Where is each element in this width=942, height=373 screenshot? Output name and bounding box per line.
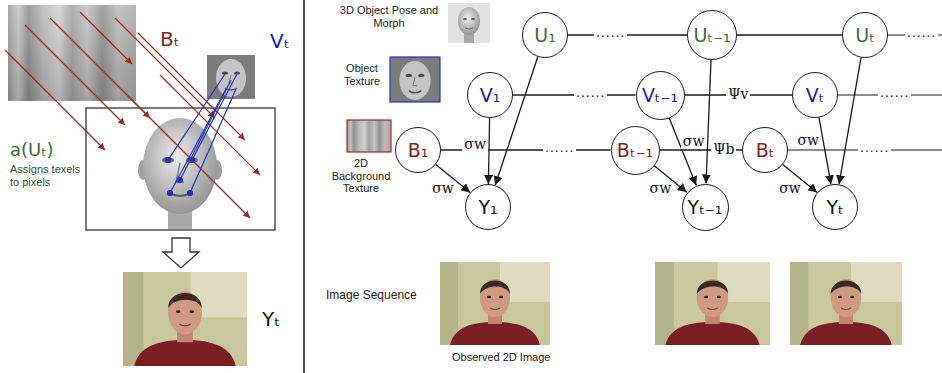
texture-symbol: Bₜ [160, 28, 180, 51]
dependency-arrow [488, 118, 489, 184]
texel-dot [188, 191, 193, 196]
panel-divider [303, 0, 305, 373]
texel-dot [178, 178, 183, 183]
observed-photo [123, 272, 247, 366]
variable-label: Bₜ₋₁ [617, 140, 653, 161]
state-circle: Uₜ [842, 12, 888, 58]
dependency-arrow [669, 118, 696, 186]
texture-thumbnail [390, 57, 440, 102]
ellipsis: ...... [594, 24, 627, 40]
variable-label: Uₜ [855, 25, 875, 46]
image-symbol: Yₜ [262, 308, 280, 331]
ellipsis: ...... [878, 84, 911, 100]
ellipsis: ...... [574, 84, 607, 100]
row-caption: Object Texture [336, 62, 388, 87]
texel-arrow [160, 75, 260, 175]
row-caption: 3D Object Pose and Morph [338, 4, 440, 29]
dependency-arrow [706, 60, 711, 184]
variable-label: Y₁ [478, 197, 497, 218]
mapping-symbol: a(Uₜ) [10, 140, 54, 161]
row-caption: 2D Background Texture [328, 157, 394, 195]
state-circle: Bₜ₋₁ [611, 126, 660, 175]
dependency-arrow [737, 34, 842, 35]
sequence-photo [790, 262, 902, 345]
parameter-label: σw [648, 181, 674, 196]
pose-thumbnail [448, 3, 490, 43]
texel-arrow [5, 50, 105, 150]
state-circle: B₁ [395, 127, 441, 173]
texel-arrow [115, 18, 215, 118]
face-texture [207, 55, 255, 99]
background-thumbnail [347, 120, 391, 152]
dependency-arrow [839, 58, 861, 185]
texel-dot [168, 191, 173, 196]
state-circle: Vₜ [792, 72, 838, 118]
variable-label: U₁ [534, 25, 556, 46]
row-caption: Image Sequence [326, 289, 417, 303]
parameter-label: σw [430, 181, 456, 196]
texel-line [192, 74, 237, 160]
variable-label: Vₜ [806, 85, 825, 106]
ellipsis: ...... [543, 139, 576, 155]
ellipsis: ...... [858, 139, 891, 155]
parameter-label: Ψv [726, 87, 750, 102]
variable-label: Vₜ₋₁ [642, 85, 678, 106]
parameter-label: σw [777, 181, 803, 196]
texel-line [190, 89, 236, 193]
image-caption: Observed 2D Image [452, 351, 550, 364]
texel-arrow [25, 25, 125, 125]
state-circle: Yₜ [812, 184, 858, 230]
parameter-label: σw [462, 137, 488, 152]
dependency-arrow [819, 118, 831, 185]
texel-dot [166, 158, 171, 163]
variable-label: V₁ [480, 85, 501, 106]
thumbnail-frame [390, 57, 440, 102]
texture-symbol: Vₜ [270, 30, 290, 53]
render-frame [86, 108, 275, 230]
variable-label: Yₜ₋₁ [688, 197, 723, 218]
variable-label: Yₜ [826, 197, 843, 218]
variable-label: Uₜ₋₁ [693, 25, 730, 46]
nose [176, 163, 184, 182]
eye [162, 157, 174, 163]
parameter-label: σw [795, 133, 821, 148]
state-circle: U₁ [522, 12, 568, 58]
state-circle: Yₜ₋₁ [682, 184, 729, 231]
dependency-arrow [568, 34, 687, 35]
state-circle: V₁ [467, 72, 513, 118]
parameter-label: Ψb [711, 142, 736, 157]
mapping-note: Assigns texels to pixels [10, 163, 84, 188]
texel-arrow [80, 12, 132, 64]
state-circle: Uₜ₋₁ [687, 10, 737, 60]
render-arrow [163, 238, 199, 268]
texel-line [170, 89, 226, 193]
background-texel-arrows [5, 12, 260, 218]
parameter-label: σw [681, 134, 707, 149]
variable-label: B₁ [408, 140, 429, 161]
sequence-photo [655, 262, 770, 345]
state-circle: Vₜ₋₁ [636, 71, 685, 120]
variable-label: Bₜ [756, 140, 775, 161]
texel-dot [190, 158, 195, 163]
state-circle: Bₜ [742, 127, 788, 173]
sequence-photo [440, 262, 550, 345]
ellipsis: ...... [905, 24, 938, 40]
object-texel-lines [166, 74, 238, 196]
state-circle: Y₁ [465, 184, 511, 230]
